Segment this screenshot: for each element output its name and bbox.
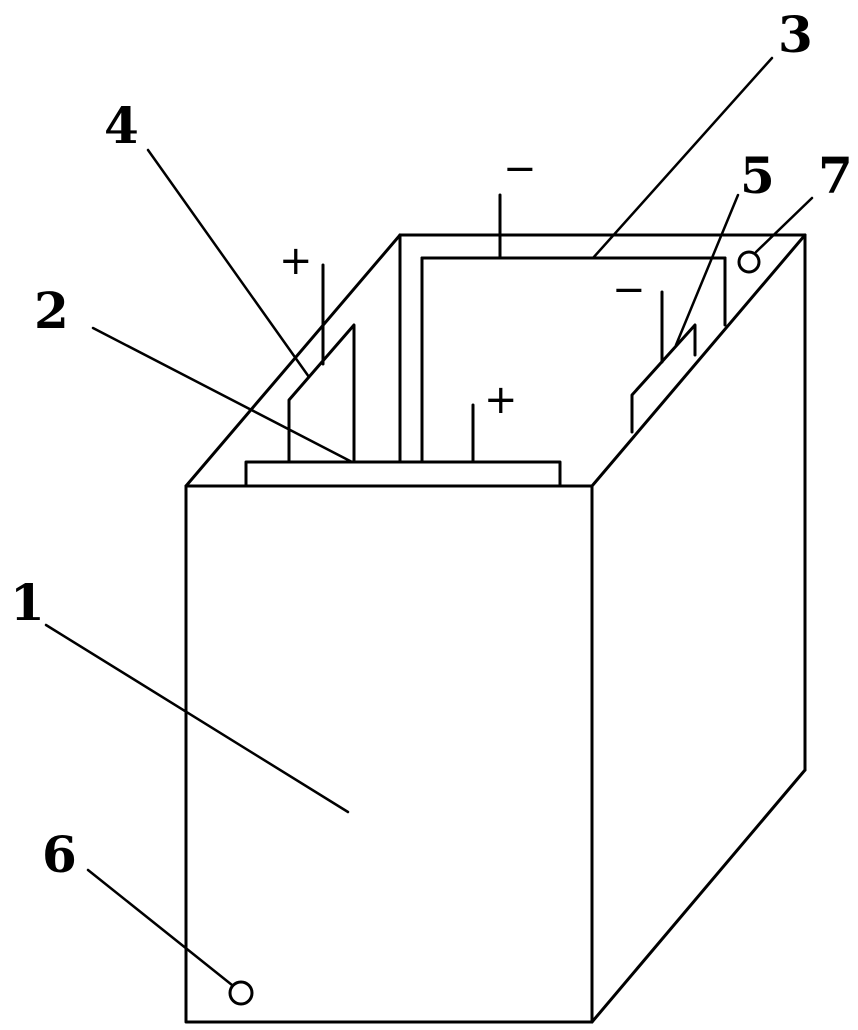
sign-minus-top: −	[503, 146, 537, 192]
hole-7-icon	[737, 250, 761, 274]
hole-6-icon	[228, 980, 254, 1006]
battery-case	[184, 233, 807, 1024]
polarity-signs: + − + −	[279, 146, 646, 423]
sign-minus-right: −	[612, 267, 646, 313]
leader-2	[91, 326, 354, 464]
base-plate-2	[244, 460, 562, 488]
sign-plus-center: +	[484, 377, 518, 423]
leader-lines	[44, 56, 814, 987]
case-bottom-right-edge	[590, 768, 807, 1024]
case-top-right-edge	[590, 233, 807, 488]
part-labels: 1 2 3 4 5 6 7	[10, 5, 853, 884]
leader-7	[754, 196, 814, 254]
label-6: 6	[42, 825, 77, 884]
label-3: 3	[778, 5, 813, 64]
case-top-left-edge	[184, 233, 402, 488]
sign-plus-left: +	[279, 238, 313, 284]
internal-parts	[244, 193, 727, 488]
label-7: 7	[818, 146, 853, 205]
leader-3	[591, 56, 774, 260]
leader-4	[146, 148, 311, 379]
case-front-face	[184, 484, 594, 1024]
leader-5	[674, 193, 740, 347]
leader-6	[86, 868, 234, 987]
label-2: 2	[34, 281, 69, 340]
leader-1	[44, 623, 350, 814]
label-4: 4	[104, 96, 139, 155]
label-1: 1	[10, 573, 45, 632]
label-5: 5	[740, 146, 775, 205]
